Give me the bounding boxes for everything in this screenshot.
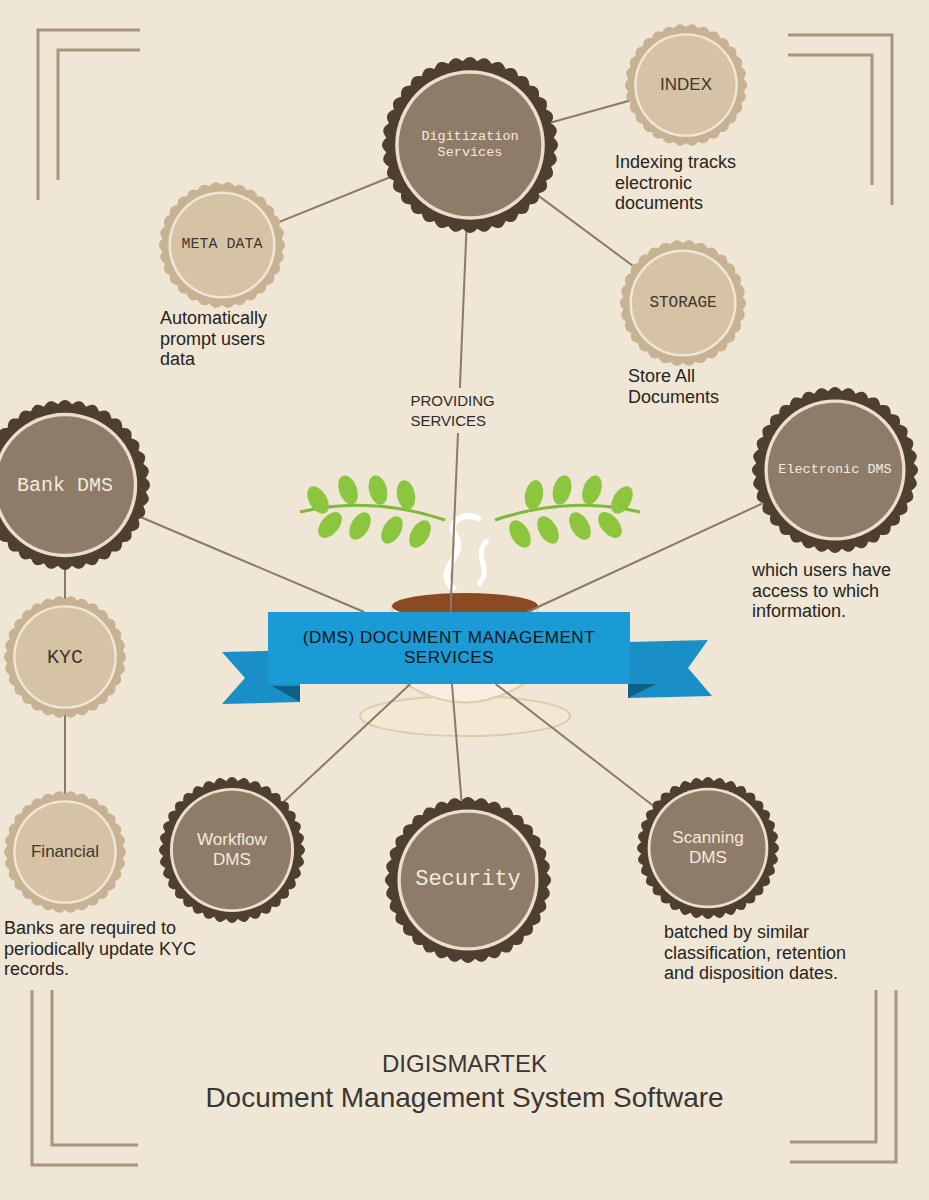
node-description: Banks are required to periodically updat… <box>4 918 214 980</box>
node-label-box: KYC <box>4 596 126 718</box>
seal-ring <box>634 33 738 137</box>
node-label: Scanning DMS <box>654 828 762 867</box>
seal-ring <box>629 249 736 356</box>
seal-ring <box>0 413 137 558</box>
node-label-box: META DATA <box>159 182 285 308</box>
seal-edge <box>4 791 126 912</box>
seal-face <box>0 416 134 554</box>
seal-face <box>399 74 542 217</box>
node-label: Digitization Services <box>403 129 537 160</box>
node-label-box: Electronic DMS <box>752 387 918 553</box>
node-description: which users have access to which informa… <box>752 560 917 622</box>
node-description: Automatically prompt users data <box>160 308 300 370</box>
seal-edge <box>637 777 779 919</box>
dark-seal-circle: Security <box>385 797 551 963</box>
seal-edge <box>4 596 126 717</box>
footer-text: DIGISMARTEK <box>0 1050 929 1078</box>
node-label-box: Workflow DMS <box>159 777 305 923</box>
connector-line <box>496 684 655 806</box>
node-label-box: Digitization Services <box>382 57 558 233</box>
edge-label: PROVIDING SERVICES <box>406 388 514 433</box>
seal-edge <box>159 182 285 307</box>
seal-ring <box>648 788 769 909</box>
seal-edge <box>385 797 551 963</box>
ribbon-band: (DMS) DOCUMENT MANAGEMENT SERVICES <box>268 612 630 684</box>
leaves <box>300 473 640 552</box>
node-label-box: Bank DMS <box>0 400 150 570</box>
seal-face <box>637 36 736 135</box>
light-seal-circle: META DATAAutomatically prompt users data <box>159 182 285 308</box>
seal-ring <box>170 788 294 912</box>
node-label: INDEX <box>660 75 712 95</box>
light-seal-circle: FinancialBanks are required to periodica… <box>4 791 126 913</box>
connector-line <box>452 684 462 800</box>
dark-seal-circle: Digitization Services <box>382 57 558 233</box>
node-label: Bank DMS <box>17 474 113 497</box>
seal-face <box>171 194 273 296</box>
node-label: STORAGE <box>649 294 716 312</box>
seal-face <box>632 252 734 354</box>
connector-line <box>278 177 392 223</box>
node-label: Financial <box>31 842 99 862</box>
dark-seal-circle: Bank DMS <box>0 400 150 570</box>
node-label: META DATA <box>181 236 262 253</box>
connector-line <box>552 101 630 123</box>
seal-face <box>650 790 765 905</box>
node-description: Store All Documents <box>628 366 758 407</box>
dark-seal-circle: Scanning DMSbatched by similar classific… <box>637 777 779 919</box>
node-description: batched by similar classification, reten… <box>664 922 849 984</box>
seal-ring <box>13 800 117 904</box>
seal-edge <box>752 387 918 553</box>
connector-line <box>527 504 762 612</box>
dark-seal-circle: Electronic DMSwhich users have access to… <box>752 387 918 553</box>
node-label: Security <box>415 867 521 892</box>
light-seal-circle: STORAGEStore All Documents <box>620 240 746 366</box>
connector-line <box>283 684 410 802</box>
dark-seal-circle: Workflow DMS <box>159 777 305 923</box>
node-label-box: INDEX <box>625 24 747 146</box>
footer-text: Document Management System Software <box>0 1082 929 1114</box>
seal-edge <box>382 57 558 233</box>
connector-line <box>64 715 66 794</box>
node-description: Indexing tracks electronic documents <box>615 152 765 214</box>
node-label: KYC <box>47 646 83 669</box>
light-seal-circle: INDEXIndexing tracks electronic document… <box>625 24 747 146</box>
seal-face <box>768 403 902 537</box>
seal-ring <box>168 191 275 298</box>
node-label-box: Scanning DMS <box>637 777 779 919</box>
node-label: Workflow DMS <box>177 830 287 869</box>
light-seal-circle: KYC <box>4 596 126 718</box>
connector-line <box>64 567 66 599</box>
node-label: (DMS) DOCUMENT MANAGEMENT SERVICES <box>268 628 630 667</box>
connector-line <box>140 517 364 612</box>
seal-edge <box>620 240 746 365</box>
seal-face <box>16 803 115 902</box>
seal-face <box>173 791 291 909</box>
seal-edge <box>0 400 150 570</box>
seal-face <box>16 608 115 707</box>
node-label-box: Security <box>385 797 551 963</box>
node-label-box: STORAGE <box>620 240 746 366</box>
node-label-box: (DMS) DOCUMENT MANAGEMENT SERVICES <box>268 612 630 684</box>
seal-edge <box>159 777 305 923</box>
node-label: Electronic DMS <box>778 462 891 478</box>
seal-ring <box>13 605 117 709</box>
node-label-box: Financial <box>4 791 126 913</box>
seal-face <box>401 813 535 947</box>
seal-edge <box>625 24 747 145</box>
seal-ring <box>397 809 538 950</box>
seal-ring <box>395 70 545 220</box>
seal-ring <box>764 399 905 540</box>
